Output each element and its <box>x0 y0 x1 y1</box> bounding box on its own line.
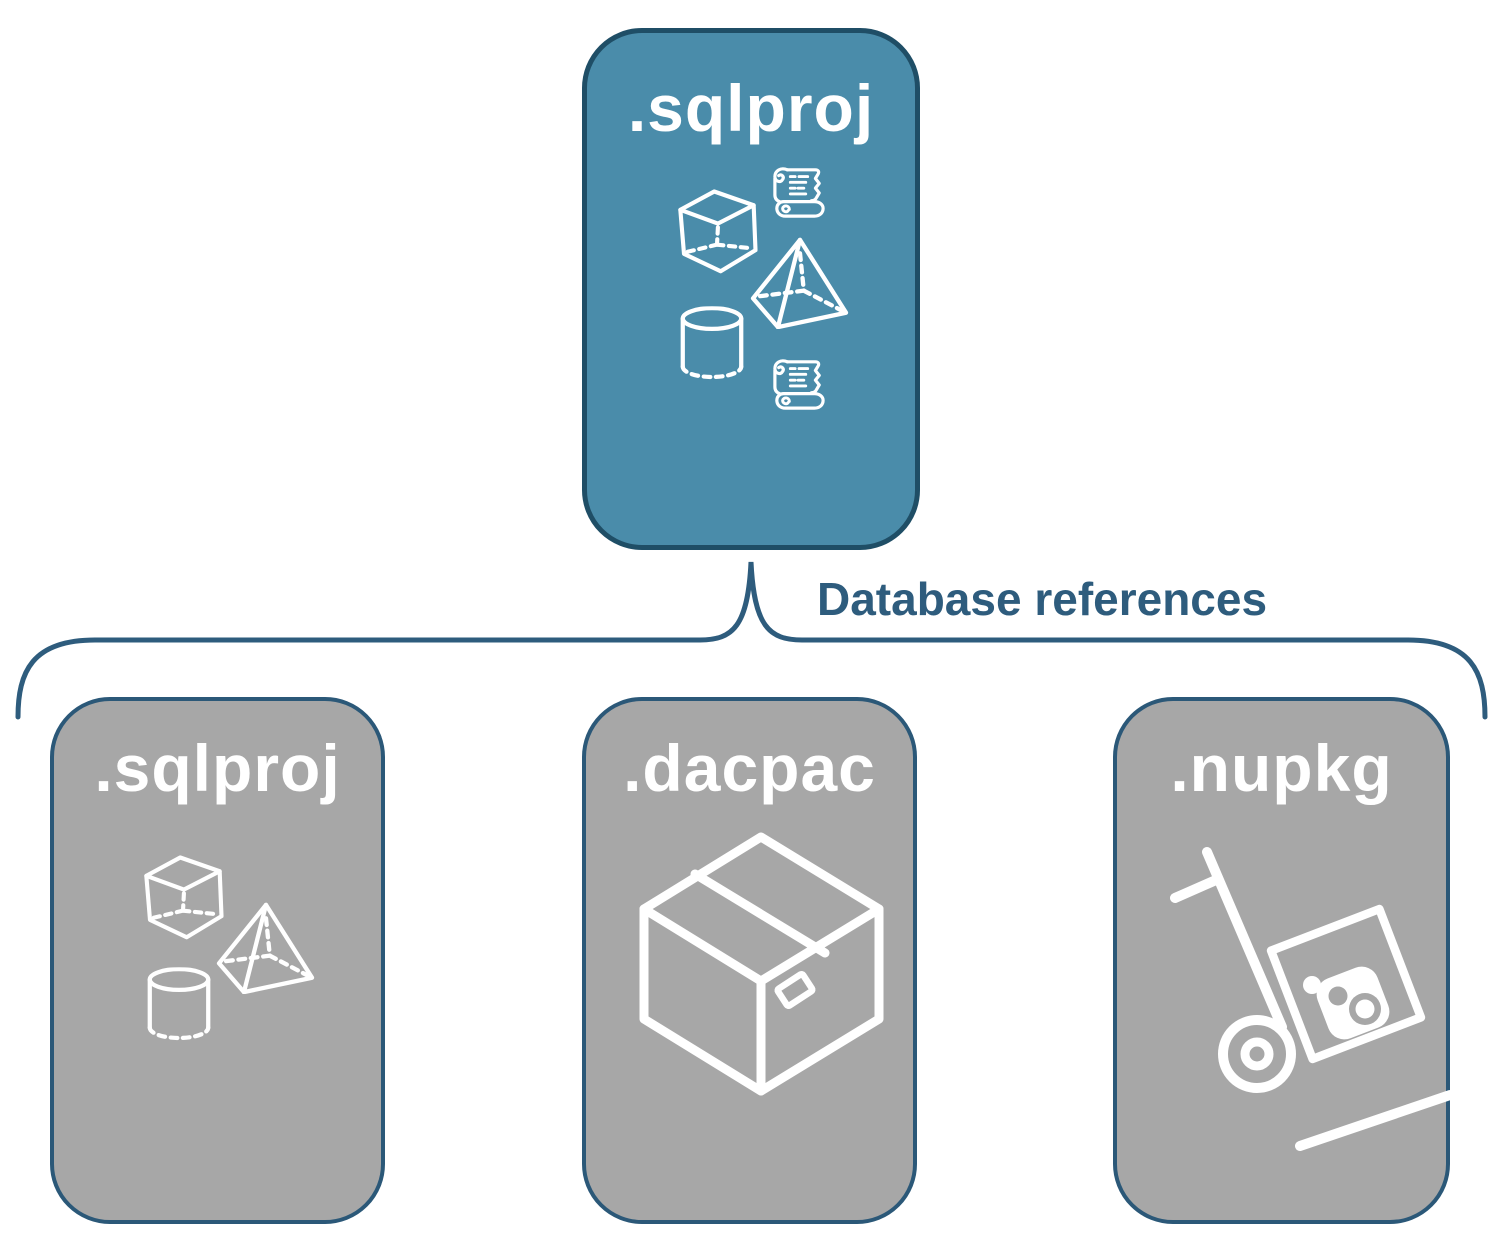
child-card-title: .dacpac <box>623 731 876 805</box>
cylinder-icon <box>146 967 212 1043</box>
child-card-nupkg: .nupkg <box>1113 697 1454 1224</box>
root-card-title: .sqlproj <box>627 71 875 145</box>
child-card-dacpac: .dacpac <box>582 697 917 1224</box>
root-card-sqlproj: .sqlproj <box>582 28 920 550</box>
child-card-sqlproj: .sqlproj <box>50 697 385 1224</box>
scroll-icon <box>770 165 828 219</box>
child-card-title: .sqlproj <box>94 731 341 805</box>
connector-label: Database references <box>817 573 1268 625</box>
cylinder-icon <box>679 306 745 382</box>
scroll-icon <box>770 357 828 411</box>
pyramid-icon <box>216 902 316 994</box>
cube-icon <box>139 852 227 940</box>
child-card-title: .nupkg <box>1170 731 1393 805</box>
hand-truck-package-icon <box>1170 847 1454 1151</box>
cube-icon <box>673 186 761 274</box>
package-box-icon <box>639 832 884 1096</box>
pyramid-icon <box>750 237 850 329</box>
